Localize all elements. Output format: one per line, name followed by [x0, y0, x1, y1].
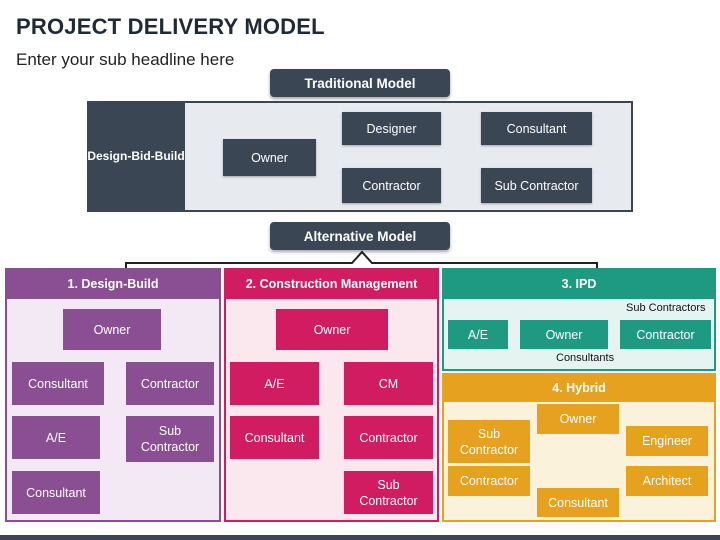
db-consultant-box: Consultant: [12, 362, 104, 405]
ipd-consultants-label: Consultants: [556, 352, 615, 364]
hybrid-engineer-box: Engineer: [626, 426, 708, 456]
page-title: PROJECT DELIVERY MODEL: [16, 14, 325, 39]
ipd-sub-contractors-label: Sub Contractors: [626, 302, 706, 314]
trad-sub-contractor-box: Sub Contractor: [481, 168, 592, 203]
trad-contractor-box: Contractor: [342, 168, 441, 203]
trad-owner-box: Owner: [223, 139, 316, 176]
ipd-owner-box: Owner: [520, 320, 608, 349]
page-subtitle: Enter your sub headline here: [16, 50, 235, 69]
cm-owner-box: Owner: [276, 309, 388, 350]
hybrid-consultant-box: Consultant: [537, 488, 619, 517]
footer-bar: [0, 535, 720, 540]
hybrid-owner-box: Owner: [537, 404, 619, 434]
traditional-model-label: Traditional Model: [270, 69, 450, 97]
ipd-ae-box: A/E: [448, 320, 508, 349]
cm-contractor-box: Contractor: [344, 416, 433, 459]
ipd-contractor-box: Contractor: [620, 320, 711, 349]
db-consultant-2-box: Consultant: [12, 471, 100, 514]
db-owner-box: Owner: [63, 309, 161, 350]
ipd-title: 3. IPD: [442, 268, 716, 299]
construction-management-title: 2. Construction Management: [224, 268, 439, 299]
hybrid-sub-contractor-box: Sub Contractor: [448, 420, 530, 463]
db-ae-box: A/E: [12, 416, 100, 459]
cm-sub-contractor-box: Sub Contractor: [344, 471, 433, 514]
cm-ae-box: A/E: [230, 362, 319, 405]
cm-cm-box: CM: [344, 362, 433, 405]
db-sub-contractor-box: Sub Contractor: [126, 416, 214, 462]
hybrid-architect-box: Architect: [626, 466, 708, 496]
design-bid-build-label: Design-Bid-Build: [87, 101, 185, 212]
hybrid-contractor-box: Contractor: [448, 466, 530, 496]
hybrid-title: 4. Hybrid: [442, 373, 716, 402]
design-build-title: 1. Design-Build: [5, 268, 221, 299]
trad-designer-box: Designer: [342, 112, 441, 145]
db-contractor-box: Contractor: [126, 362, 214, 405]
alternative-model-label: Alternative Model: [270, 222, 450, 250]
trad-consultant-box: Consultant: [481, 112, 592, 145]
cm-consultant-box: Consultant: [230, 416, 319, 459]
